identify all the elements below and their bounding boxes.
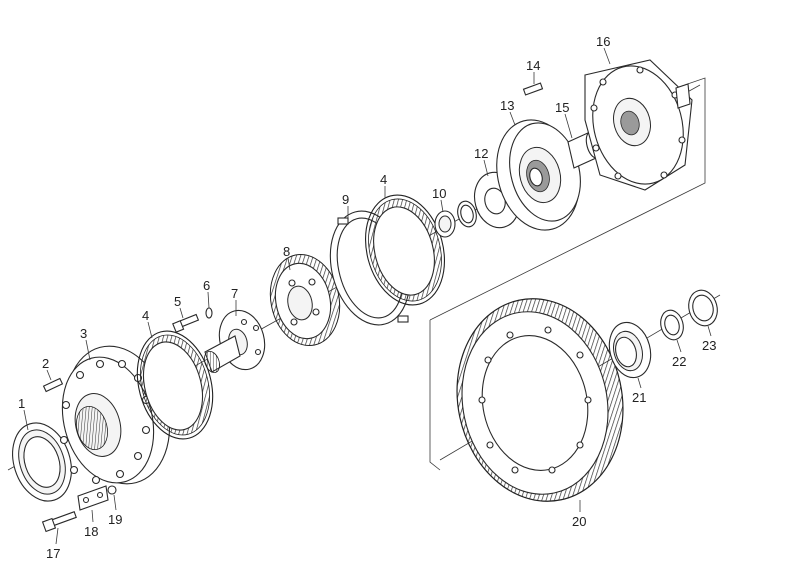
part-16-end-cover (584, 59, 693, 191)
part-1-bearing (12, 422, 72, 502)
part-10-small-bearing (434, 210, 456, 238)
part-11-snap-ring (457, 200, 477, 228)
label-part-18: 18 (84, 524, 98, 539)
label-part-1: 1 (18, 396, 25, 411)
part-18-plate (77, 485, 109, 511)
label-part-17: 17 (46, 546, 60, 561)
gear-box-outline (429, 320, 441, 471)
label-part-14: 14 (526, 58, 540, 73)
label-part-4-left: 4 (142, 308, 149, 323)
part-21-bearing (608, 321, 652, 379)
leader-lines (23, 47, 712, 545)
part-4-ring-gear-right (364, 194, 446, 306)
part-5-bolt (172, 313, 200, 333)
part-8-planet-gear (269, 253, 341, 347)
label-part-10: 10 (432, 186, 446, 201)
label-part-23: 23 (702, 338, 716, 353)
label-part-22: 22 (672, 354, 686, 369)
part-17-bolt (41, 511, 77, 533)
part-6-washer (205, 307, 213, 319)
part-14-pin (522, 82, 544, 96)
label-part-7: 7 (231, 286, 238, 301)
part-22-spacer-ring (660, 309, 684, 341)
part-20-large-gear (456, 298, 624, 502)
label-part-12: 12 (474, 146, 488, 161)
label-part-8: 8 (283, 244, 290, 259)
part-13-brake-housing (496, 119, 581, 231)
part-2-pin (42, 377, 64, 393)
label-part-2: 2 (42, 356, 49, 371)
label-part-4-right: 4 (380, 172, 387, 187)
part-23-seal (688, 289, 718, 327)
label-part-15: 15 (555, 100, 569, 115)
part-19-pin (107, 485, 117, 495)
label-part-9: 9 (342, 192, 349, 207)
label-part-20: 20 (572, 514, 586, 529)
part-4-ring-gear-left (136, 330, 214, 440)
label-part-19: 19 (108, 512, 122, 527)
part-7-carrier-shaft (204, 309, 266, 374)
label-part-5: 5 (174, 294, 181, 309)
label-part-13: 13 (500, 98, 514, 113)
label-part-21: 21 (632, 390, 646, 405)
label-part-16: 16 (596, 34, 610, 49)
label-part-6: 6 (203, 278, 210, 293)
label-part-3: 3 (80, 326, 87, 341)
